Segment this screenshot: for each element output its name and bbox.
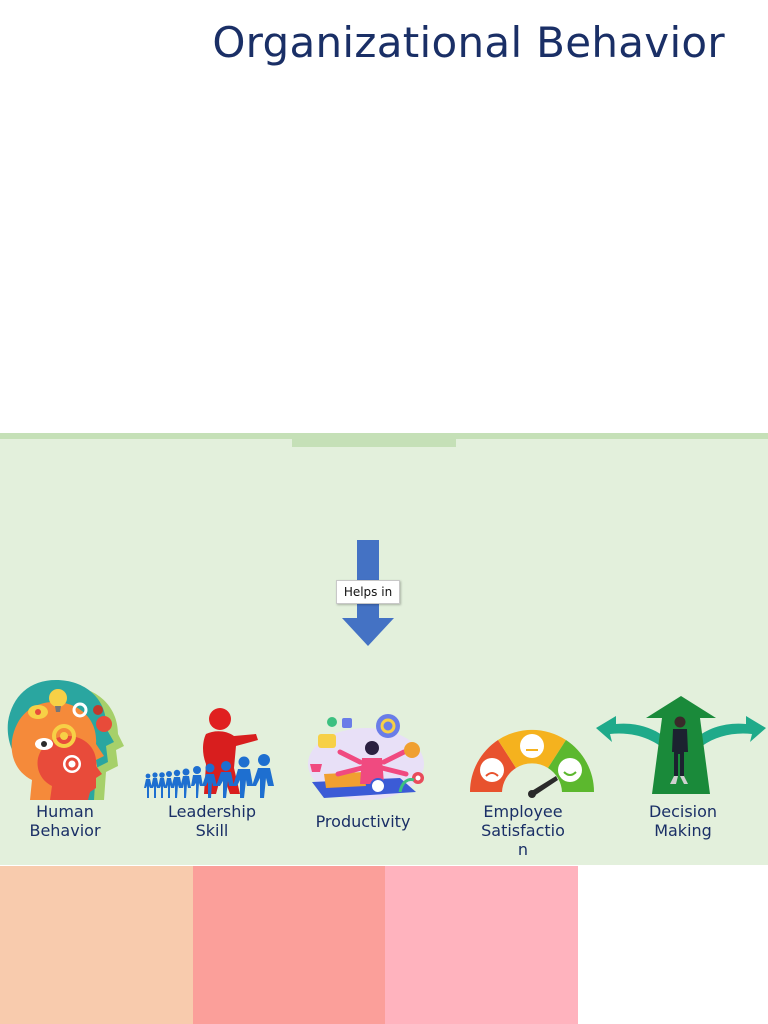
crossroads-arrows-icon	[596, 696, 766, 794]
bottom-block-pink	[385, 866, 578, 1024]
bottom-block-peach	[0, 866, 193, 1024]
item-label-employee-satisfaction: Employee Satisfactio n	[481, 802, 565, 859]
bottom-block-salmon	[193, 866, 385, 1024]
page-title: Organizational Behavior	[212, 18, 725, 67]
human-heads-icon	[7, 680, 124, 800]
multitasking-worker-icon	[308, 714, 424, 800]
item-label-decision-making: Decision Making	[648, 802, 718, 840]
item-label-leadership-skill: Leadership Skill	[168, 802, 256, 840]
leader-group-icon	[144, 708, 274, 798]
satisfaction-gauge-icon	[469, 729, 595, 798]
helps-in-callout: Helps in	[336, 580, 400, 604]
item-label-productivity: Productivity	[315, 812, 411, 831]
panel-tab	[292, 433, 456, 447]
item-label-human-behavior: Human Behavior	[29, 802, 101, 840]
